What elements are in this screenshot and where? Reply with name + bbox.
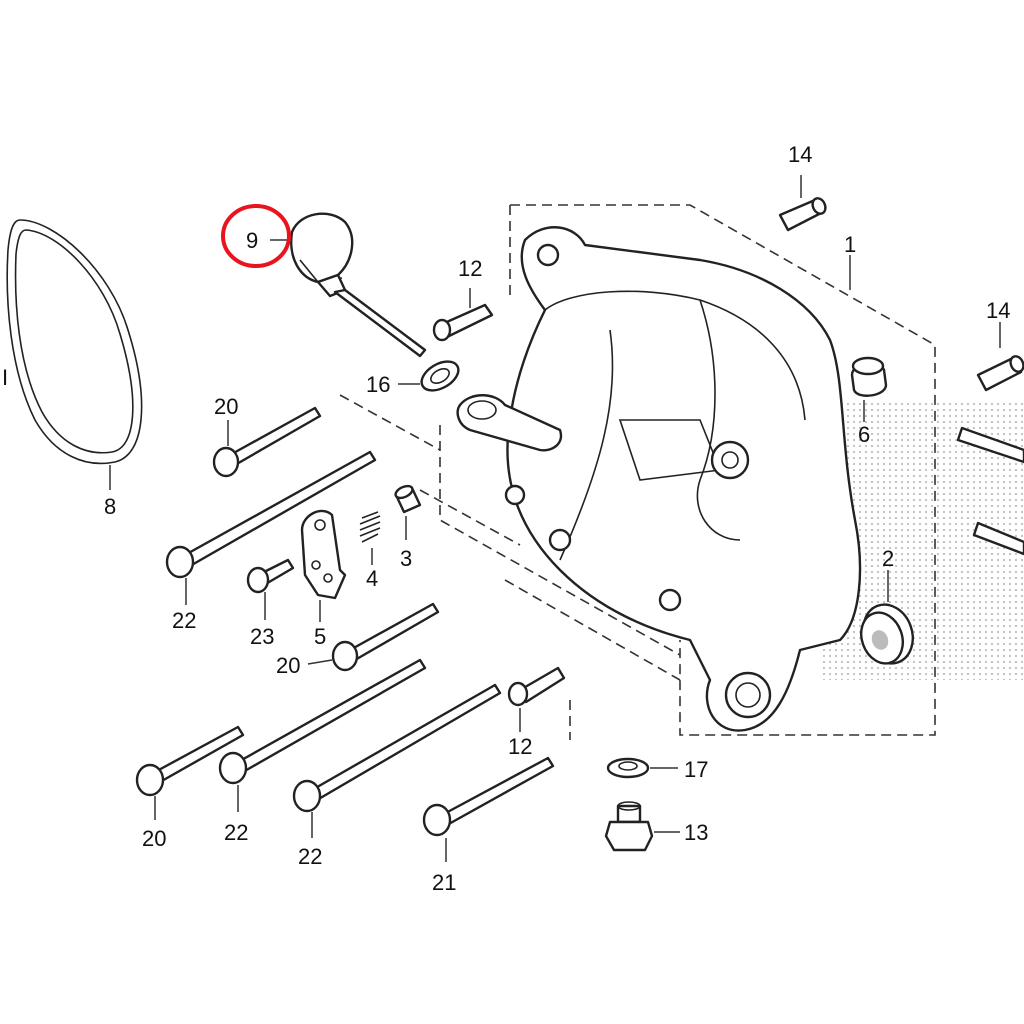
gasket-part-8[interactable] <box>6 219 143 490</box>
bolt-part-22-middle[interactable] <box>218 658 427 812</box>
callout-6: 6 <box>858 422 870 447</box>
callout-2: 2 <box>882 546 894 571</box>
drain-bolt-part-13[interactable] <box>604 801 680 852</box>
callout-16: 16 <box>366 372 390 397</box>
bolt-part-22-upper[interactable] <box>165 450 377 605</box>
dowel-pin-part-14-lower[interactable] <box>976 322 1024 392</box>
callout-13: 13 <box>684 820 708 845</box>
callout-4: 4 <box>366 566 378 591</box>
highlight-circle <box>221 204 291 268</box>
callout-22-upper: 22 <box>172 608 196 633</box>
callout-17: 17 <box>684 757 708 782</box>
callout-22-lower: 22 <box>298 844 322 869</box>
callout-20-upper: 20 <box>214 394 238 419</box>
bolt-part-20-middle[interactable] <box>307 602 440 672</box>
bolt-part-21[interactable] <box>422 756 555 862</box>
callout-20-middle: 20 <box>276 653 300 678</box>
callout-3: 3 <box>400 546 412 571</box>
dowel-part-6[interactable] <box>850 356 888 422</box>
callout-12-upper: 12 <box>458 256 482 281</box>
callout-I: I <box>2 365 8 390</box>
bolt-part-12-lower[interactable] <box>507 666 566 732</box>
callout-9: 9 <box>246 228 258 253</box>
callout-14-upper: 14 <box>788 142 812 167</box>
washer-part-16[interactable] <box>398 356 463 397</box>
bolt-part-20-upper[interactable] <box>212 406 322 478</box>
callout-1: 1 <box>844 232 856 257</box>
callout-22-middle: 22 <box>224 820 248 845</box>
callout-5: 5 <box>314 624 326 649</box>
assembly-boundary <box>339 204 936 740</box>
bolt-part-20-lower[interactable] <box>135 725 245 820</box>
washer-part-17[interactable] <box>606 757 678 779</box>
callout-12-lower: 12 <box>508 734 532 759</box>
adjacent-studs <box>956 426 1024 556</box>
callout-14-lower: 14 <box>986 298 1010 323</box>
callout-8: 8 <box>104 494 116 519</box>
bolt-part-23[interactable] <box>246 558 295 620</box>
callout-labels: 1 2 3 4 5 6 8 9 12 12 13 14 14 16 17 20 … <box>2 142 1010 895</box>
callout-23: 23 <box>250 624 274 649</box>
bolt-part-22-lower[interactable] <box>292 683 502 838</box>
plate-part-5[interactable] <box>300 509 347 622</box>
callout-21: 21 <box>432 870 456 895</box>
spring-part-4[interactable] <box>359 511 381 565</box>
dowel-pin-part-14-upper[interactable] <box>778 175 828 232</box>
bolt-part-12-upper[interactable] <box>432 288 494 342</box>
crankcase-cover-part-1[interactable] <box>456 226 862 732</box>
callout-20-lower: 20 <box>142 826 166 851</box>
cap-part-3[interactable] <box>394 484 422 540</box>
oil-dipstick-part-9[interactable] <box>270 212 427 358</box>
bearing-part-2[interactable] <box>854 570 920 670</box>
